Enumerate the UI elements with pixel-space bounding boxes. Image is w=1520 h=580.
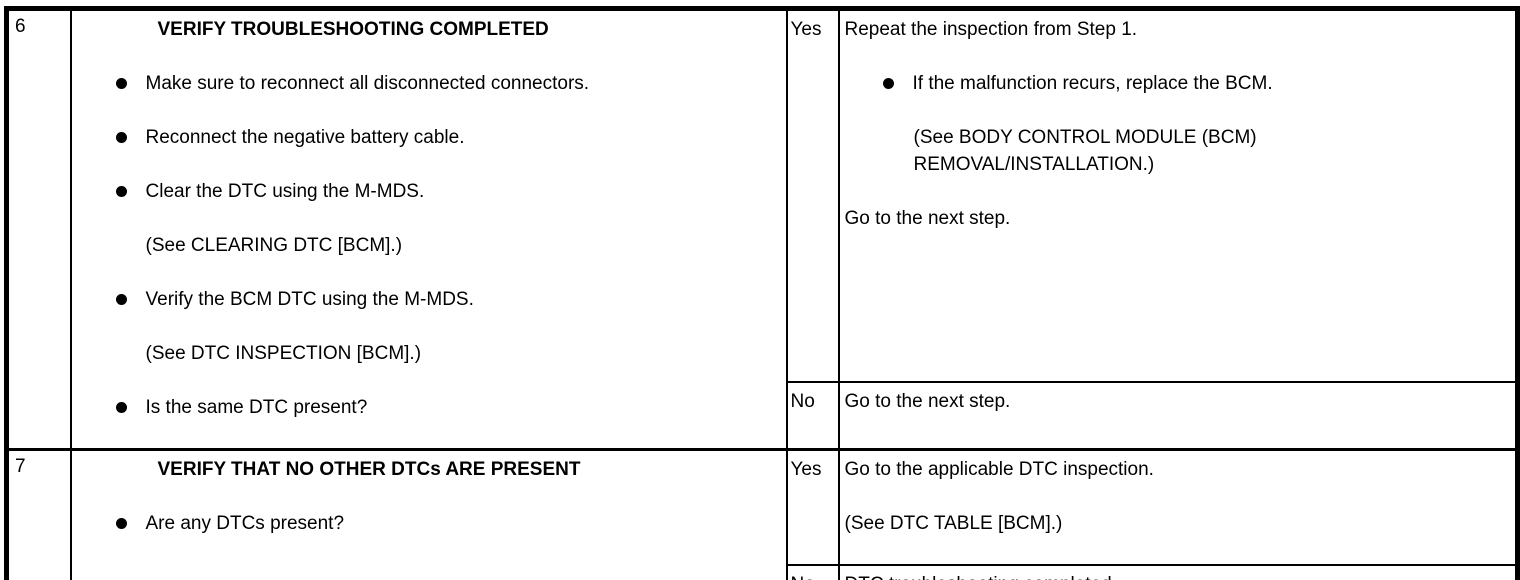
step-number: 7 [15, 456, 26, 477]
bullet-item: Are any DTCs present? [73, 510, 782, 537]
bullet-icon [115, 518, 127, 529]
text-line: Go to the next step. [844, 208, 1011, 229]
action-items: Go to the applicable DTC inspection. (See… [845, 456, 1512, 537]
branch-label: Yes [790, 459, 822, 480]
reference-note: (See DTC INSPECTION [BCM].) [145, 343, 422, 364]
reference-note: (See BODY CONTROL MODULE (BCM) REMOVAL/I… [913, 127, 1257, 175]
bullet-text: Clear the DTC using the M-MDS. [145, 181, 425, 202]
bullet-icon [882, 78, 894, 89]
text-line: (See DTC TABLE [BCM].) [844, 513, 1063, 534]
action-items: Repeat the inspection from Step 1. If the… [845, 16, 1512, 232]
bullet-item: If the malfunction recurs, replace the B… [845, 70, 1512, 97]
yes-action-cell: Repeat the inspection from Step 1. If the… [837, 7, 1519, 383]
table-row: No DTC troubleshooting completed. [7, 564, 1519, 580]
bullet-icon [115, 402, 127, 413]
inspection-title: VERIFY THAT NO OTHER DTCs ARE PRESENT [157, 459, 581, 480]
text-line: Repeat the inspection from Step 1. [844, 19, 1138, 40]
inspection-cell: VERIFY TROUBLESHOOTING COMPLETED Make su… [69, 7, 788, 451]
bullet-text: Is the same DTC present? [145, 397, 368, 418]
no-action-cell: DTC troubleshooting completed. [837, 564, 1519, 580]
bullet-item: Is the same DTC present? [73, 394, 782, 421]
bullet-icon [115, 78, 127, 89]
bullet-item: Reconnect the negative battery cable. [73, 124, 782, 151]
bullet-text: If the malfunction recurs, replace the B… [912, 73, 1273, 94]
inspection-cell: VERIFY THAT NO OTHER DTCs ARE PRESENT Ar… [69, 448, 788, 580]
text-line: Go to the next step. [844, 390, 1011, 412]
reference-note: (See CLEARING DTC [BCM].) [145, 235, 403, 256]
bullet-text: Reconnect the negative battery cable. [145, 127, 465, 148]
text-line: Go to the applicable DTC inspection. [844, 459, 1154, 480]
bullet-item: Verify the BCM DTC using the M-MDS. [73, 286, 782, 313]
no-label-cell: No [785, 564, 840, 580]
bullet-item: Clear the DTC using the M-MDS. [73, 178, 782, 205]
inspection-title: VERIFY TROUBLESHOOTING COMPLETED [157, 19, 549, 40]
yes-action-cell: Go to the applicable DTC inspection. (See… [837, 448, 1519, 566]
bullet-text: Verify the BCM DTC using the M-MDS. [145, 289, 474, 310]
step-number-cell: 7 [5, 448, 72, 580]
inspection-items: Are any DTCs present? [73, 510, 782, 537]
bullet-icon [115, 132, 127, 143]
step-number-cell: 6 [5, 7, 72, 451]
branch-label: No [790, 390, 815, 412]
no-action-cell: Go to the next step. [837, 380, 1519, 451]
bullet-text: Are any DTCs present? [145, 513, 345, 534]
yes-label-cell: Yes [785, 448, 840, 566]
branch-label: No [791, 571, 834, 580]
step-number: 6 [15, 16, 26, 37]
action-items: Go to the next step. [845, 388, 1512, 415]
branch-label: Yes [790, 19, 822, 40]
inspection-items: Make sure to reconnect all disconnected … [73, 70, 782, 421]
table-row: 6 VERIFY TROUBLESHOOTING COMPLETED Make … [5, 7, 1519, 451]
bullet-icon [115, 294, 127, 305]
bullet-item: Make sure to reconnect all disconnected … [73, 70, 782, 97]
yes-label-cell: Yes [785, 7, 840, 383]
table-row: No Go to the next step. [7, 380, 1519, 451]
bullet-icon [115, 186, 127, 197]
dtc-troubleshooting-table: 6 VERIFY TROUBLESHOOTING COMPLETED Make … [4, 6, 1520, 580]
text-line: DTC troubleshooting completed. [845, 571, 1512, 580]
table-row: 7 VERIFY THAT NO OTHER DTCs ARE PRESENT … [5, 448, 1519, 580]
action-items: DTC troubleshooting completed. [845, 571, 1512, 580]
bullet-text: Make sure to reconnect all disconnected … [145, 73, 590, 94]
no-label-cell: No [785, 380, 840, 451]
